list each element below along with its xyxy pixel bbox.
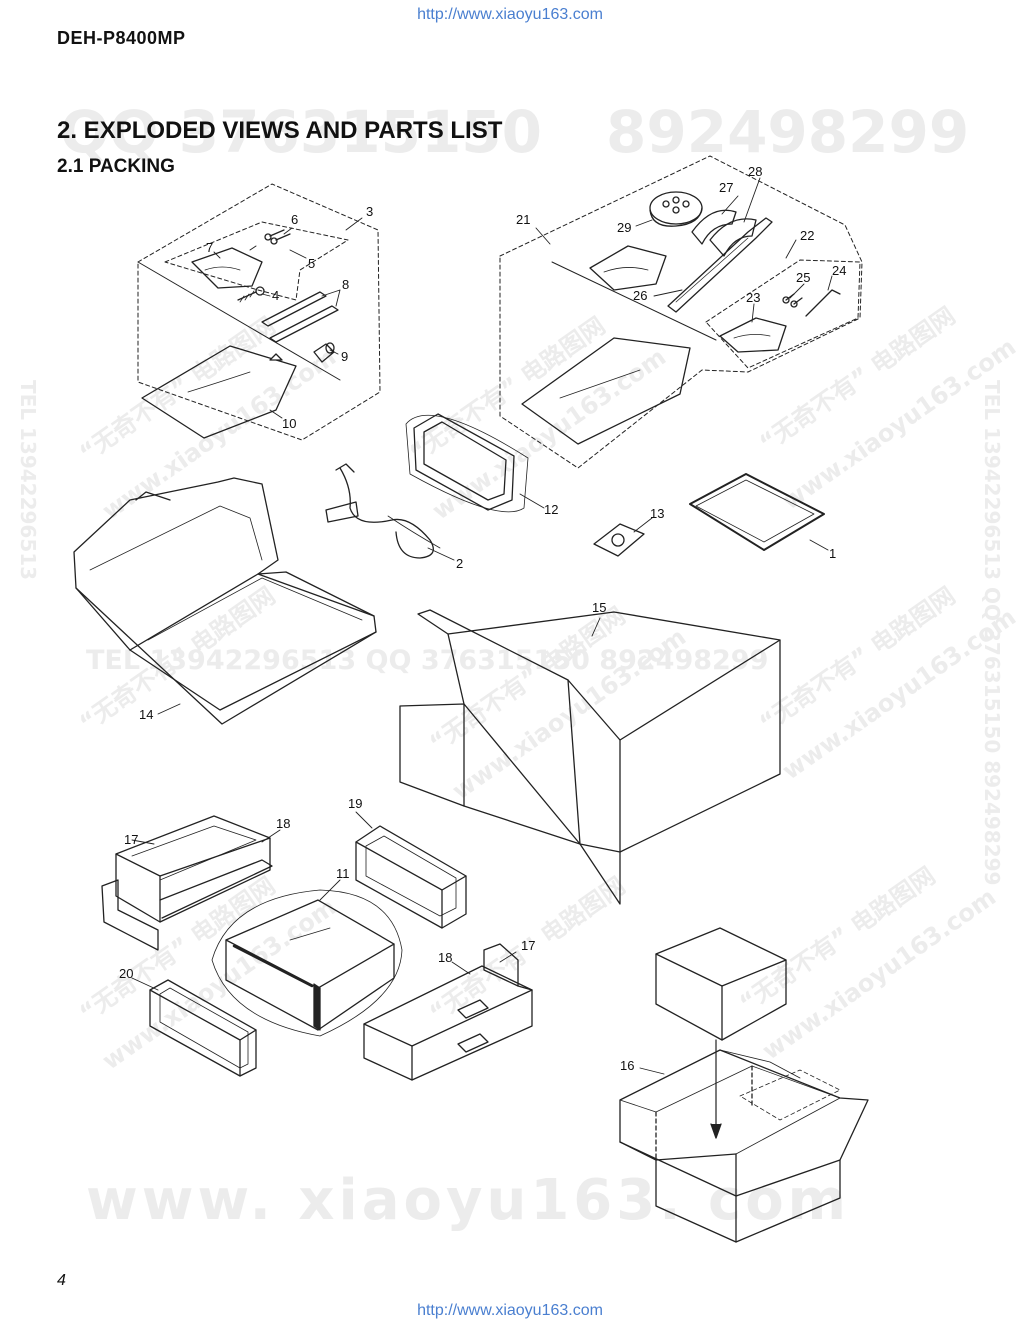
label-part-11: 11 (336, 866, 350, 881)
label-part-26: 26 (633, 288, 647, 303)
part-13-cleaning-pack (593, 523, 645, 557)
part-29-remote (649, 191, 703, 227)
part-21-bag (589, 245, 667, 291)
leader-lines (131, 177, 833, 1075)
part-26-ribbon-cable (667, 217, 773, 313)
source-url-bottom[interactable]: http://www.xiaoyu163.com (417, 1302, 603, 1319)
part-labels: 3 6 7 5 4 8 9 10 21 27 28 29 22 25 24 23… (119, 164, 846, 1073)
label-part-7: 7 (206, 240, 213, 255)
page-number: 4 (57, 1272, 66, 1289)
part-18-pad-left (101, 859, 273, 951)
part-24-bracket (805, 289, 841, 317)
label-part-18-right: 18 (438, 950, 452, 965)
label-part-28: 28 (748, 164, 762, 179)
label-part-4: 4 (272, 288, 279, 303)
label-part-5: 5 (308, 256, 315, 271)
part-8-release-keys (261, 291, 339, 343)
label-part-12: 12 (544, 502, 558, 517)
section-title: 2. EXPLODED VIEWS AND PARTS LIST (57, 117, 503, 144)
label-part-16: 16 (620, 1058, 634, 1073)
label-part-29: 29 (617, 220, 631, 235)
label-part-27: 27 (719, 180, 733, 195)
part-10-bag (141, 345, 297, 439)
label-part-19: 19 (348, 796, 362, 811)
source-url-top[interactable]: http://www.xiaoyu163.com (417, 6, 603, 23)
part-4-screw (237, 286, 265, 303)
label-part-22: 22 (800, 228, 814, 243)
part-20-trim-ring (149, 979, 257, 1077)
section-subtitle: 2.1 PACKING (57, 156, 175, 177)
part-1-manual (689, 473, 825, 551)
part-12-bezel (405, 413, 529, 513)
label-part-15: 15 (592, 600, 606, 615)
label-part-10: 10 (282, 416, 296, 431)
part-3-accessory-group (137, 183, 381, 441)
label-part-1: 1 (829, 546, 836, 561)
part-7-small-bag (191, 247, 263, 289)
part-2-wiring-harness (325, 463, 441, 559)
label-part-9: 9 (341, 349, 348, 364)
part-16-shipping-carton (619, 927, 869, 1243)
label-part-8: 8 (342, 277, 349, 292)
label-part-14: 14 (139, 707, 153, 722)
part-27-holder (691, 209, 737, 245)
label-part-25: 25 (796, 270, 810, 285)
label-part-2: 2 (456, 556, 463, 571)
label-part-13: 13 (650, 506, 664, 521)
part-11-head-unit (211, 889, 403, 1037)
part-9-spacer (313, 342, 335, 363)
part-19-sleeve (355, 825, 467, 929)
part-21-remote-group (499, 155, 863, 469)
part-17-pad-right (483, 943, 533, 991)
part-22-large-bag (521, 337, 691, 445)
label-part-17-right: 17 (521, 938, 535, 953)
label-part-24: 24 (832, 263, 846, 278)
model-number: DEH-P8400MP (57, 28, 186, 48)
label-part-18-left: 18 (276, 816, 290, 831)
part-23-bag (719, 317, 787, 353)
part-18-pad-right (363, 965, 533, 1081)
part-14-inner-carton (73, 477, 377, 725)
label-part-21: 21 (516, 212, 530, 227)
part-15-outer-carton (399, 609, 781, 905)
label-part-23: 23 (746, 290, 760, 305)
part-6-screws (249, 229, 291, 251)
label-part-3: 3 (366, 204, 373, 219)
label-part-17-left: 17 (124, 832, 138, 847)
part-17-pad-left (115, 815, 271, 923)
part-28-holder (709, 218, 757, 257)
label-part-6: 6 (291, 212, 298, 227)
label-part-20: 20 (119, 966, 133, 981)
